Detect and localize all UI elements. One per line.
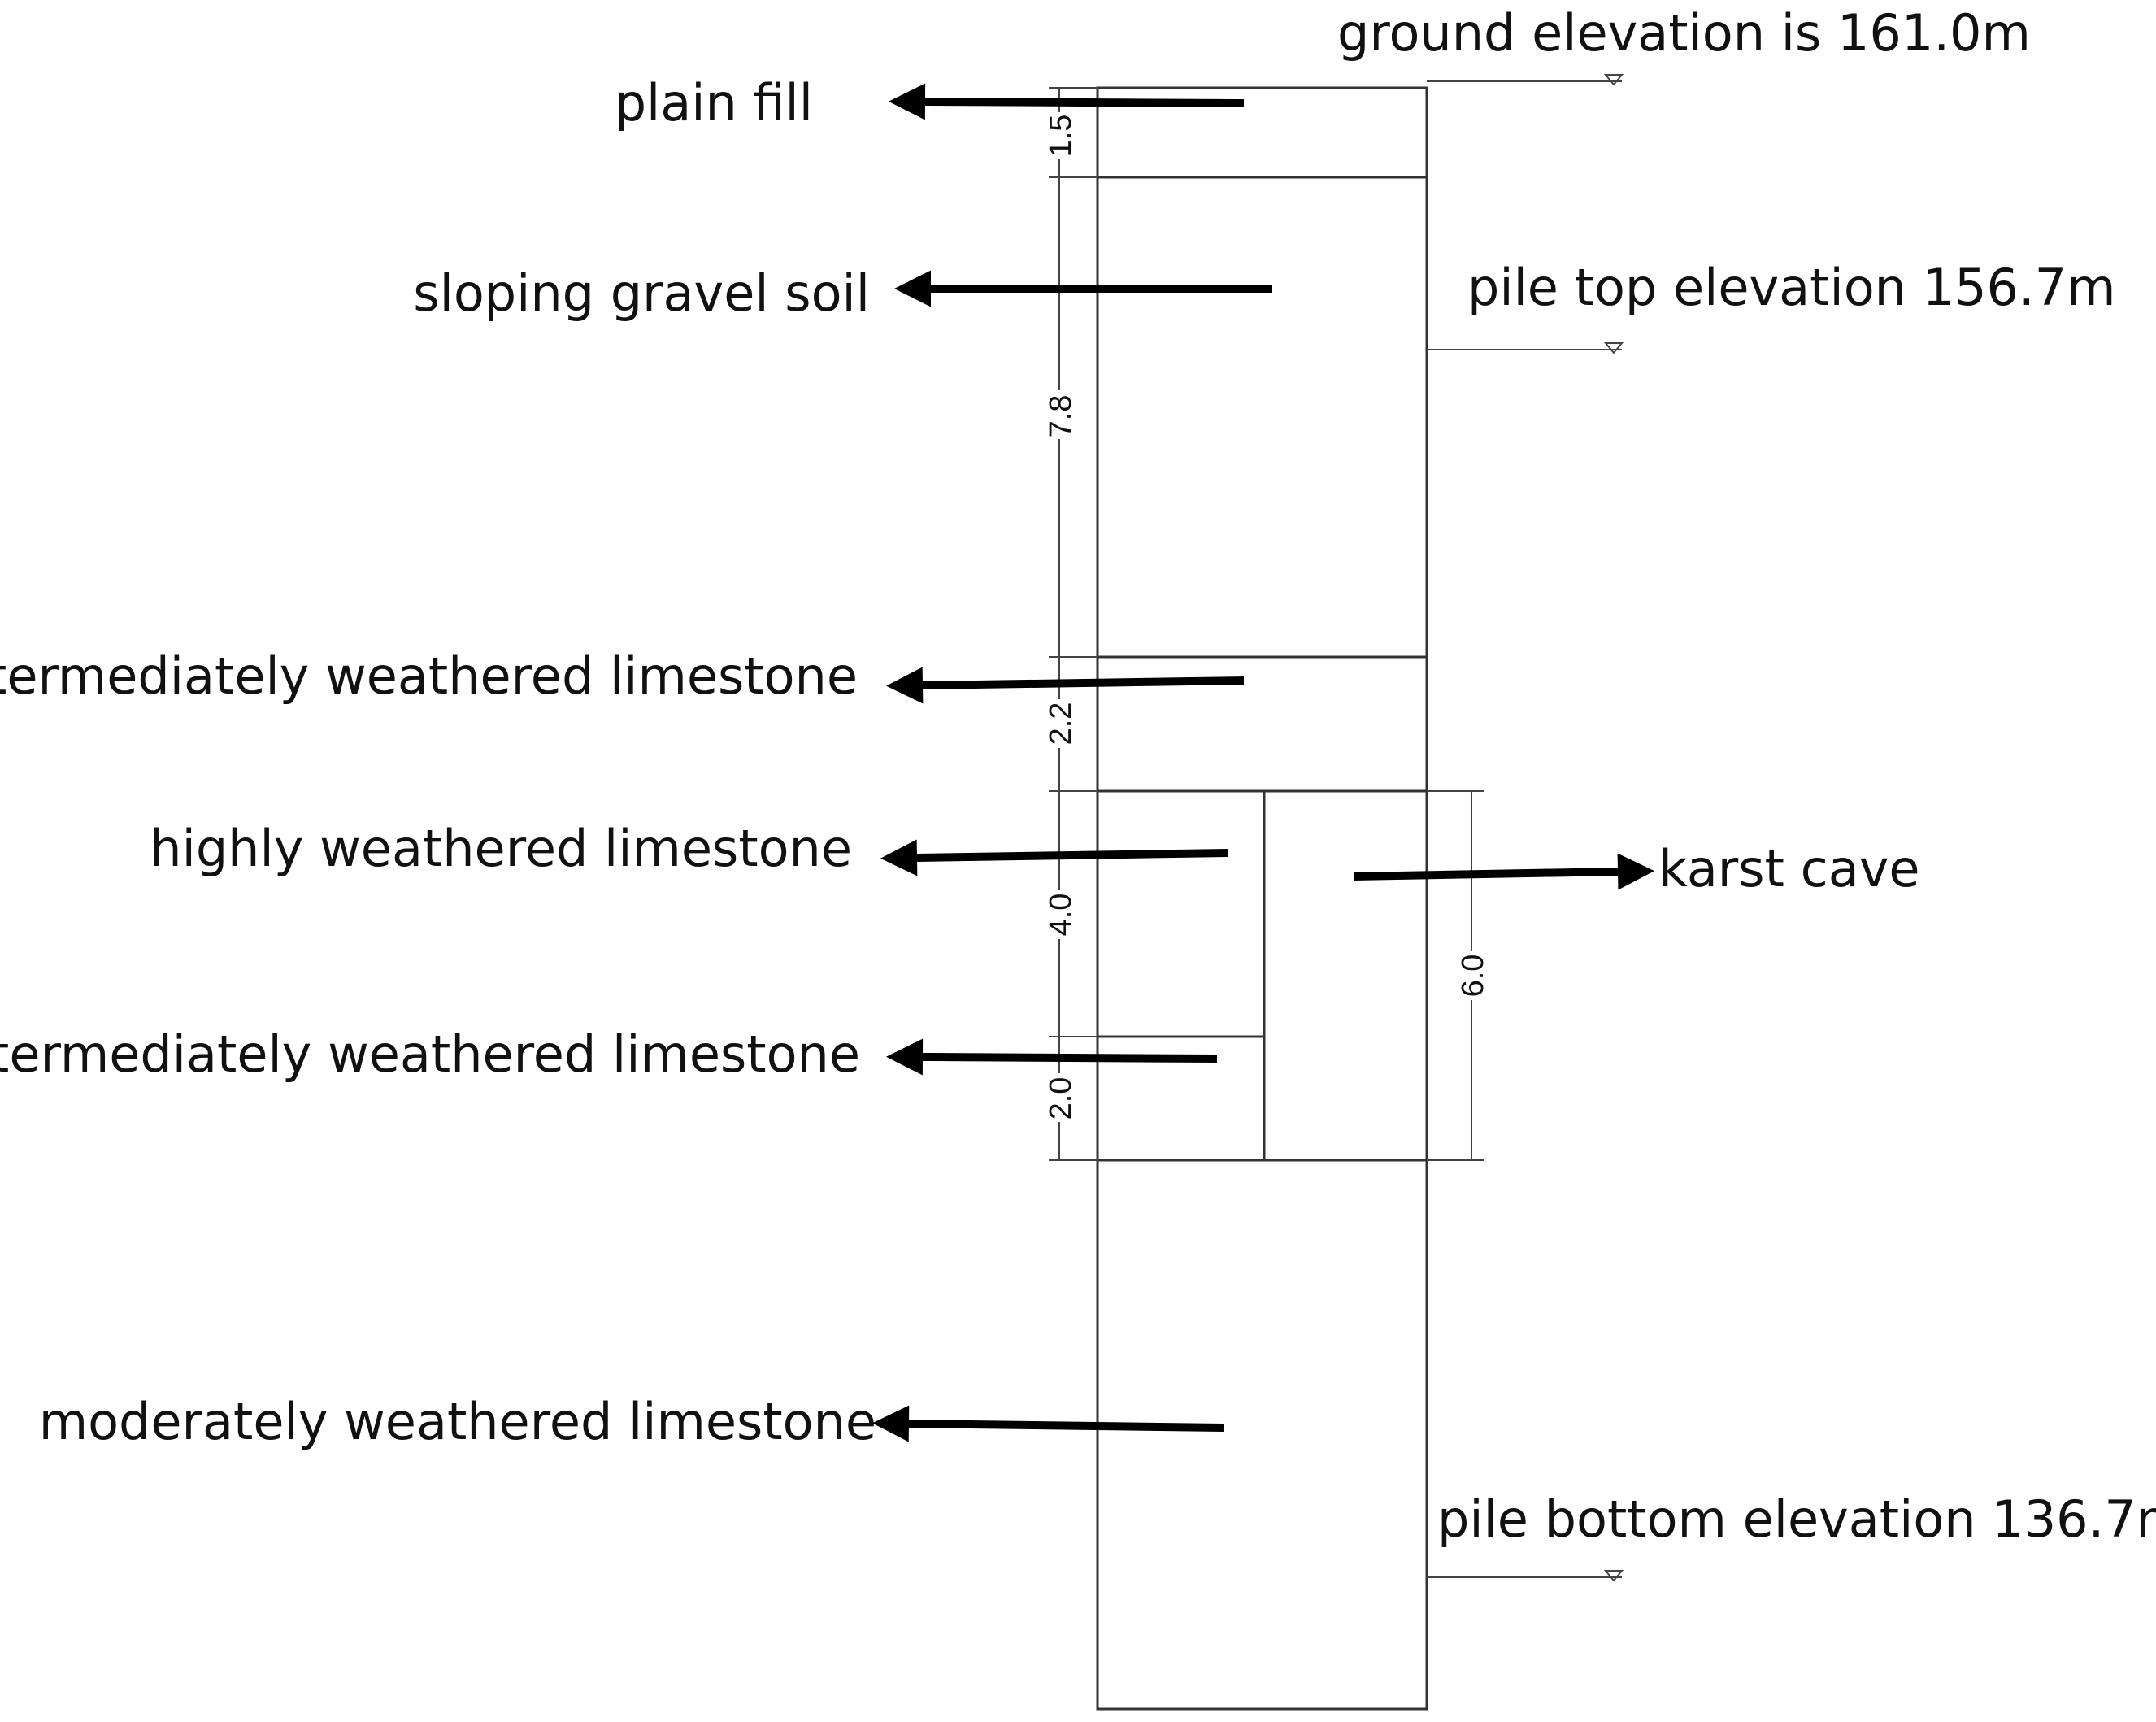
sloping-gravel-thickness: 7.8 (1044, 395, 1078, 438)
moderately-weathered-arrow (872, 1405, 1224, 1442)
karst-cave-zone (1263, 789, 1428, 1162)
pile-top-elevation-marker: pile top elevation 156.7m (1427, 258, 2116, 354)
highly-weathered-label: highly weathered limestone (150, 819, 852, 878)
sloping-gravel-layer (1096, 176, 1428, 659)
karst-cave-label: karst cave (1658, 839, 1920, 898)
intermediately-weathered-1-label: intermediately weathered limestone (0, 646, 858, 706)
intermediately-weathered-2-thickness: 2.0 (1044, 1077, 1078, 1120)
moderately-weathered-label: moderately weathered limestone (39, 1392, 876, 1451)
highly-weathered-arrow (880, 839, 1228, 876)
intermediately-weathered-1-thickness: 2.2 (1044, 702, 1078, 746)
intermediately-weathered-2-label: intermediately weathered limestone (0, 1024, 860, 1084)
layer-labels: plain fill sloping gravel soil intermedi… (0, 73, 1920, 1451)
highly-weathered-layer (1096, 789, 1266, 1038)
plain-fill-label: plain fill (615, 73, 813, 133)
cave-dimension: 6.0 (1427, 790, 1490, 1161)
pile-bottom-elevation-label: pile bottom elevation 136.7m (1437, 1489, 2156, 1549)
pile-top-elevation-label: pile top elevation 156.7m (1467, 258, 2116, 317)
highly-weathered-thickness: 4.0 (1044, 894, 1078, 937)
karst-cave-arrow (1353, 853, 1654, 890)
moderately-weathered-layer (1096, 1159, 1428, 1711)
pile-bottom-elevation-marker: pile bottom elevation 136.7m (1427, 1489, 2156, 1582)
plain-fill-arrow (889, 83, 1245, 120)
thickness-dimension: 1.5 7.8 2.2 4.0 2.0 (1043, 87, 1098, 1161)
sloping-gravel-label: sloping gravel soil (413, 263, 870, 323)
plain-fill-thickness: 1.5 (1044, 115, 1078, 158)
ground-elevation-label: ground elevation is 161.0m (1337, 3, 2031, 63)
intermediately-weathered-2-arrow (886, 1038, 1218, 1076)
karst-cave-height: 6.0 (1456, 954, 1490, 998)
intermediately-weathered-layer-1 (1096, 655, 1428, 793)
ground-elevation-marker: ground elevation is 161.0m (1337, 3, 2031, 86)
intermediately-weathered-1-arrow (886, 667, 1245, 704)
soil-column (1096, 86, 1428, 1711)
